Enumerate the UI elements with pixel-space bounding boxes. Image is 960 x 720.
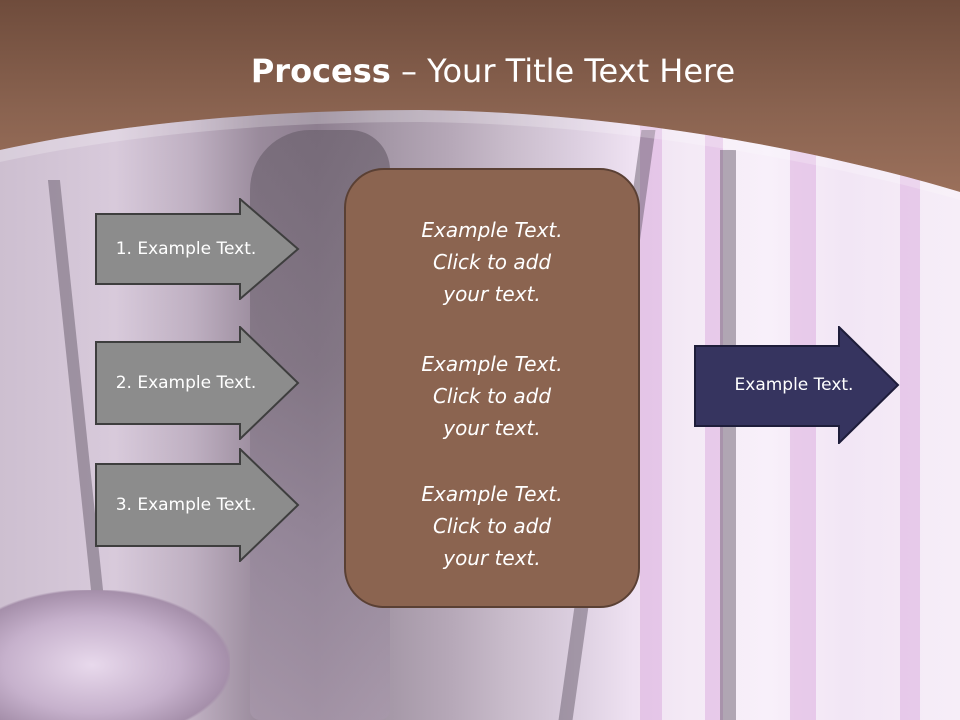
arrow-shape: [95, 448, 300, 562]
right-arrow-label: Example Text.: [734, 375, 854, 395]
left-arrow-2[interactable]: 2. Example Text.: [95, 326, 300, 440]
center-line: Click to add: [432, 514, 552, 538]
title-bold: Process: [250, 52, 391, 90]
left-arrow-label: 2. Example Text.: [115, 373, 257, 393]
center-text-box[interactable]: Example Text. Click to add your text. Ex…: [344, 168, 640, 608]
arrow-shape: [694, 326, 900, 444]
center-line: your text.: [443, 282, 541, 306]
left-arrow-1[interactable]: 1. Example Text.: [95, 198, 300, 300]
center-line: Example Text.: [421, 218, 563, 242]
arrow-shape: [95, 326, 300, 440]
arrow-shape: [95, 198, 300, 300]
center-line: your text.: [443, 416, 541, 440]
slide-title[interactable]: Process – Your Title Text Here: [0, 52, 960, 90]
center-line: your text.: [443, 546, 541, 570]
center-item-2: Example Text. Click to add your text.: [346, 348, 638, 444]
left-arrow-label: 3. Example Text.: [115, 495, 257, 515]
center-item-1: Example Text. Click to add your text.: [346, 214, 638, 310]
center-line: Click to add: [432, 250, 552, 274]
center-item-3: Example Text. Click to add your text.: [346, 478, 638, 574]
center-line: Example Text.: [421, 352, 563, 376]
right-arrow[interactable]: Example Text.: [694, 326, 900, 444]
center-line: Example Text.: [421, 482, 563, 506]
title-rest: – Your Title Text Here: [390, 52, 736, 90]
left-arrow-label: 1. Example Text.: [115, 239, 257, 259]
center-line: Click to add: [432, 384, 552, 408]
left-arrow-3[interactable]: 3. Example Text.: [95, 448, 300, 562]
